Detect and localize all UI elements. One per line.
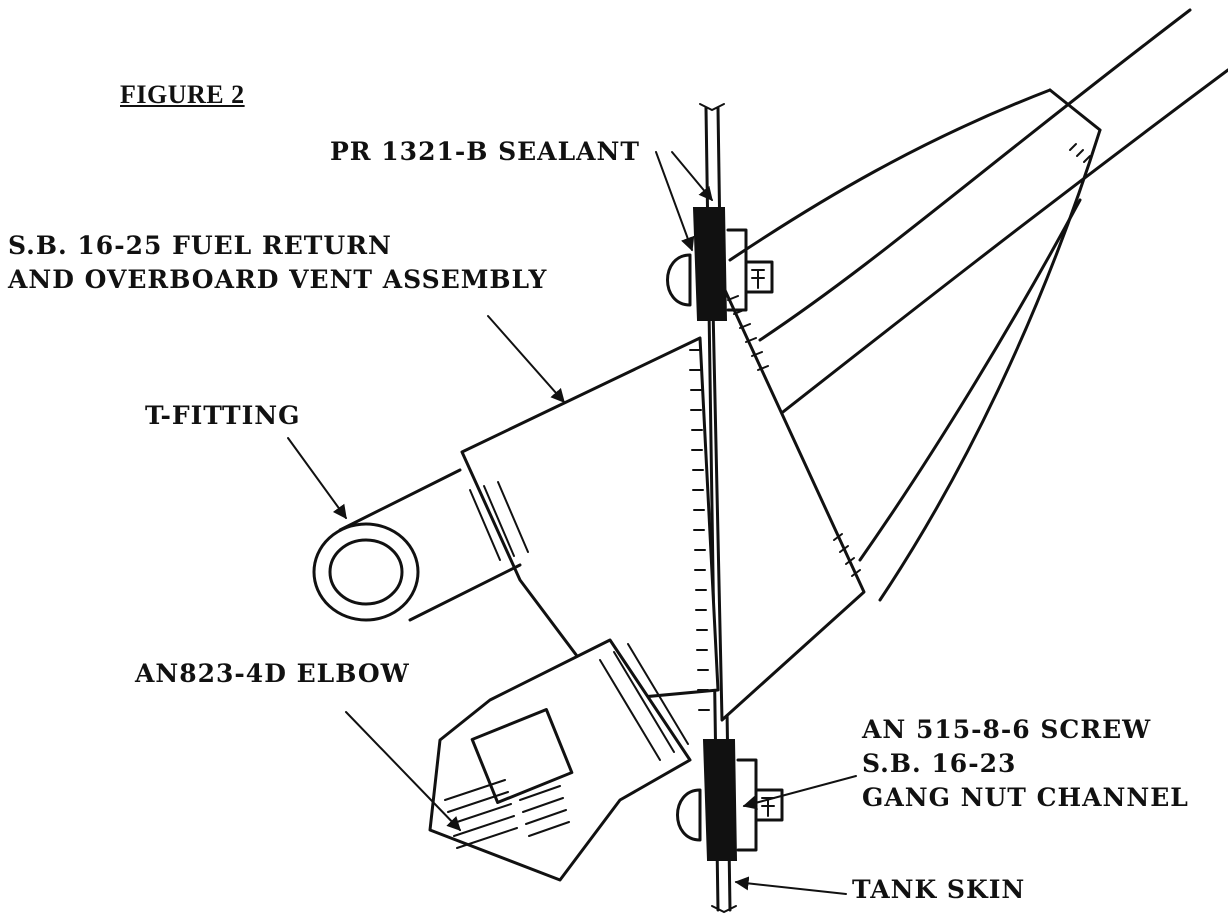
label-screw: AN 515-8-6 SCREW: [862, 715, 1152, 744]
label-sealant: PR 1321-B SEALANT: [330, 137, 641, 166]
label-t-fitting: T-FITTING: [145, 401, 301, 430]
elbow-part: [428, 638, 692, 882]
upper-fastener: [666, 207, 774, 321]
label-sb-ref: S.B. 16-23: [862, 749, 1017, 778]
figure-title: FIGURE 2: [120, 80, 245, 109]
t-fitting-part: [312, 468, 529, 622]
vent-tubes: [728, 8, 1228, 602]
label-assembly-line1: S.B. 16-25 FUEL RETURN: [8, 231, 392, 260]
label-assembly-line2: AND OVERBOARD VENT ASSEMBLY: [8, 265, 548, 294]
main-body: [460, 336, 720, 702]
flange: [710, 260, 866, 722]
label-channel: GANG NUT CHANNEL: [862, 783, 1189, 812]
sealant-bead: [689, 349, 710, 711]
label-elbow: AN823-4D ELBOW: [135, 659, 410, 688]
label-tank-skin: TANK SKIN: [852, 875, 1026, 904]
leader-arrows: [287, 151, 857, 895]
